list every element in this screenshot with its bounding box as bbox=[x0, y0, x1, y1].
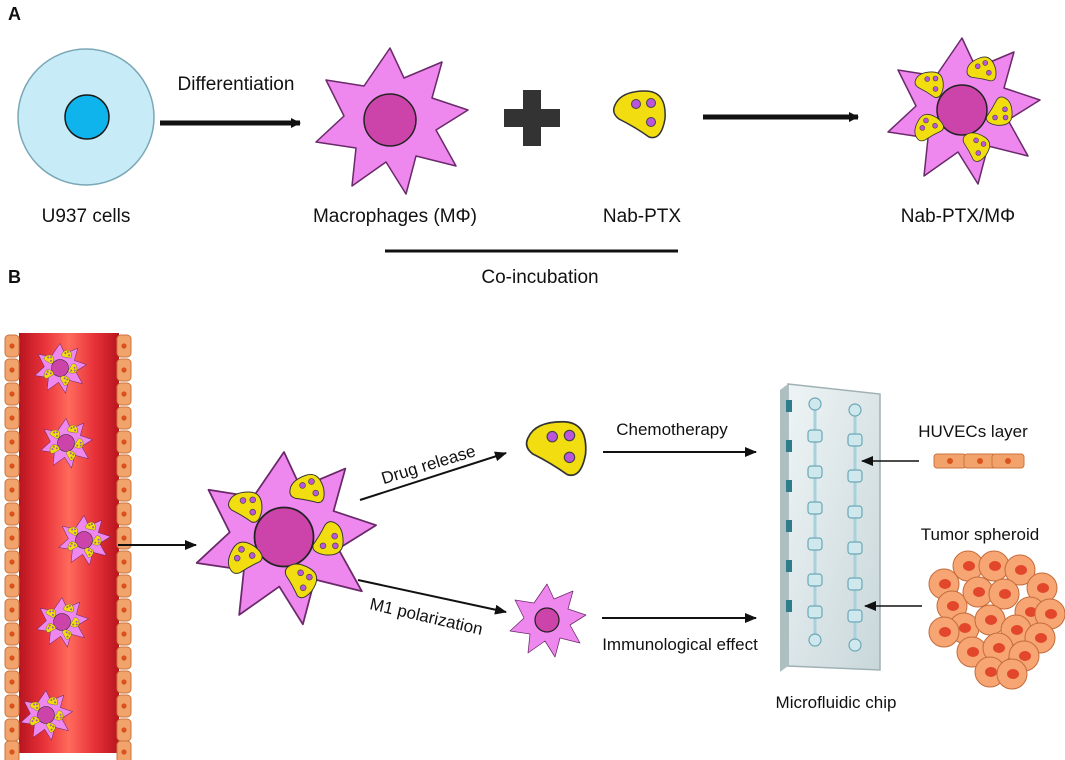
huvecs-layer-cells bbox=[933, 453, 1025, 469]
immunological-effect-label: Immunological effect bbox=[602, 635, 758, 654]
drug-release-arrow bbox=[359, 451, 507, 501]
differentiation-label: Differentiation bbox=[178, 74, 295, 95]
macrophages-label: Macrophages (MΦ) bbox=[313, 206, 477, 227]
endothelial-wall-right bbox=[116, 334, 132, 760]
tumor-spheroid-label: Tumor spheroid bbox=[921, 525, 1039, 544]
m1-macrophage bbox=[509, 583, 587, 658]
microfluidic-chip bbox=[780, 383, 881, 672]
panel-a-label: A bbox=[8, 4, 21, 24]
panel-b-label: B bbox=[8, 267, 21, 287]
released-nab-ptx bbox=[525, 420, 587, 477]
blood-vessel bbox=[4, 333, 132, 760]
drug-release-label: Drug release bbox=[379, 441, 478, 488]
chemotherapy-label: Chemotherapy bbox=[616, 420, 728, 439]
m1-polarization-label: M1 polarization bbox=[368, 594, 485, 638]
endothelial-wall-left bbox=[4, 334, 20, 760]
microfluidic-chip-label: Microfluidic chip bbox=[776, 693, 897, 712]
nabptx-label: Nab-PTX bbox=[603, 206, 681, 227]
macrophage-cell bbox=[315, 47, 469, 195]
tumor-spheroid bbox=[928, 550, 1065, 690]
nabptx-mphi-label: Nab-PTX/MΦ bbox=[901, 206, 1015, 227]
m1-polarization-arrow bbox=[357, 579, 507, 615]
plus-icon bbox=[504, 90, 560, 146]
big-loaded-macrophage bbox=[197, 452, 376, 624]
huvecs-layer-label: HUVECs layer bbox=[918, 422, 1028, 441]
coincubation-label: Co-incubation bbox=[481, 267, 598, 288]
nab-ptx-particle bbox=[612, 90, 666, 139]
u937-label: U937 cells bbox=[42, 206, 131, 227]
u937-cell bbox=[17, 48, 155, 186]
loaded-macrophage-cell bbox=[888, 38, 1040, 184]
